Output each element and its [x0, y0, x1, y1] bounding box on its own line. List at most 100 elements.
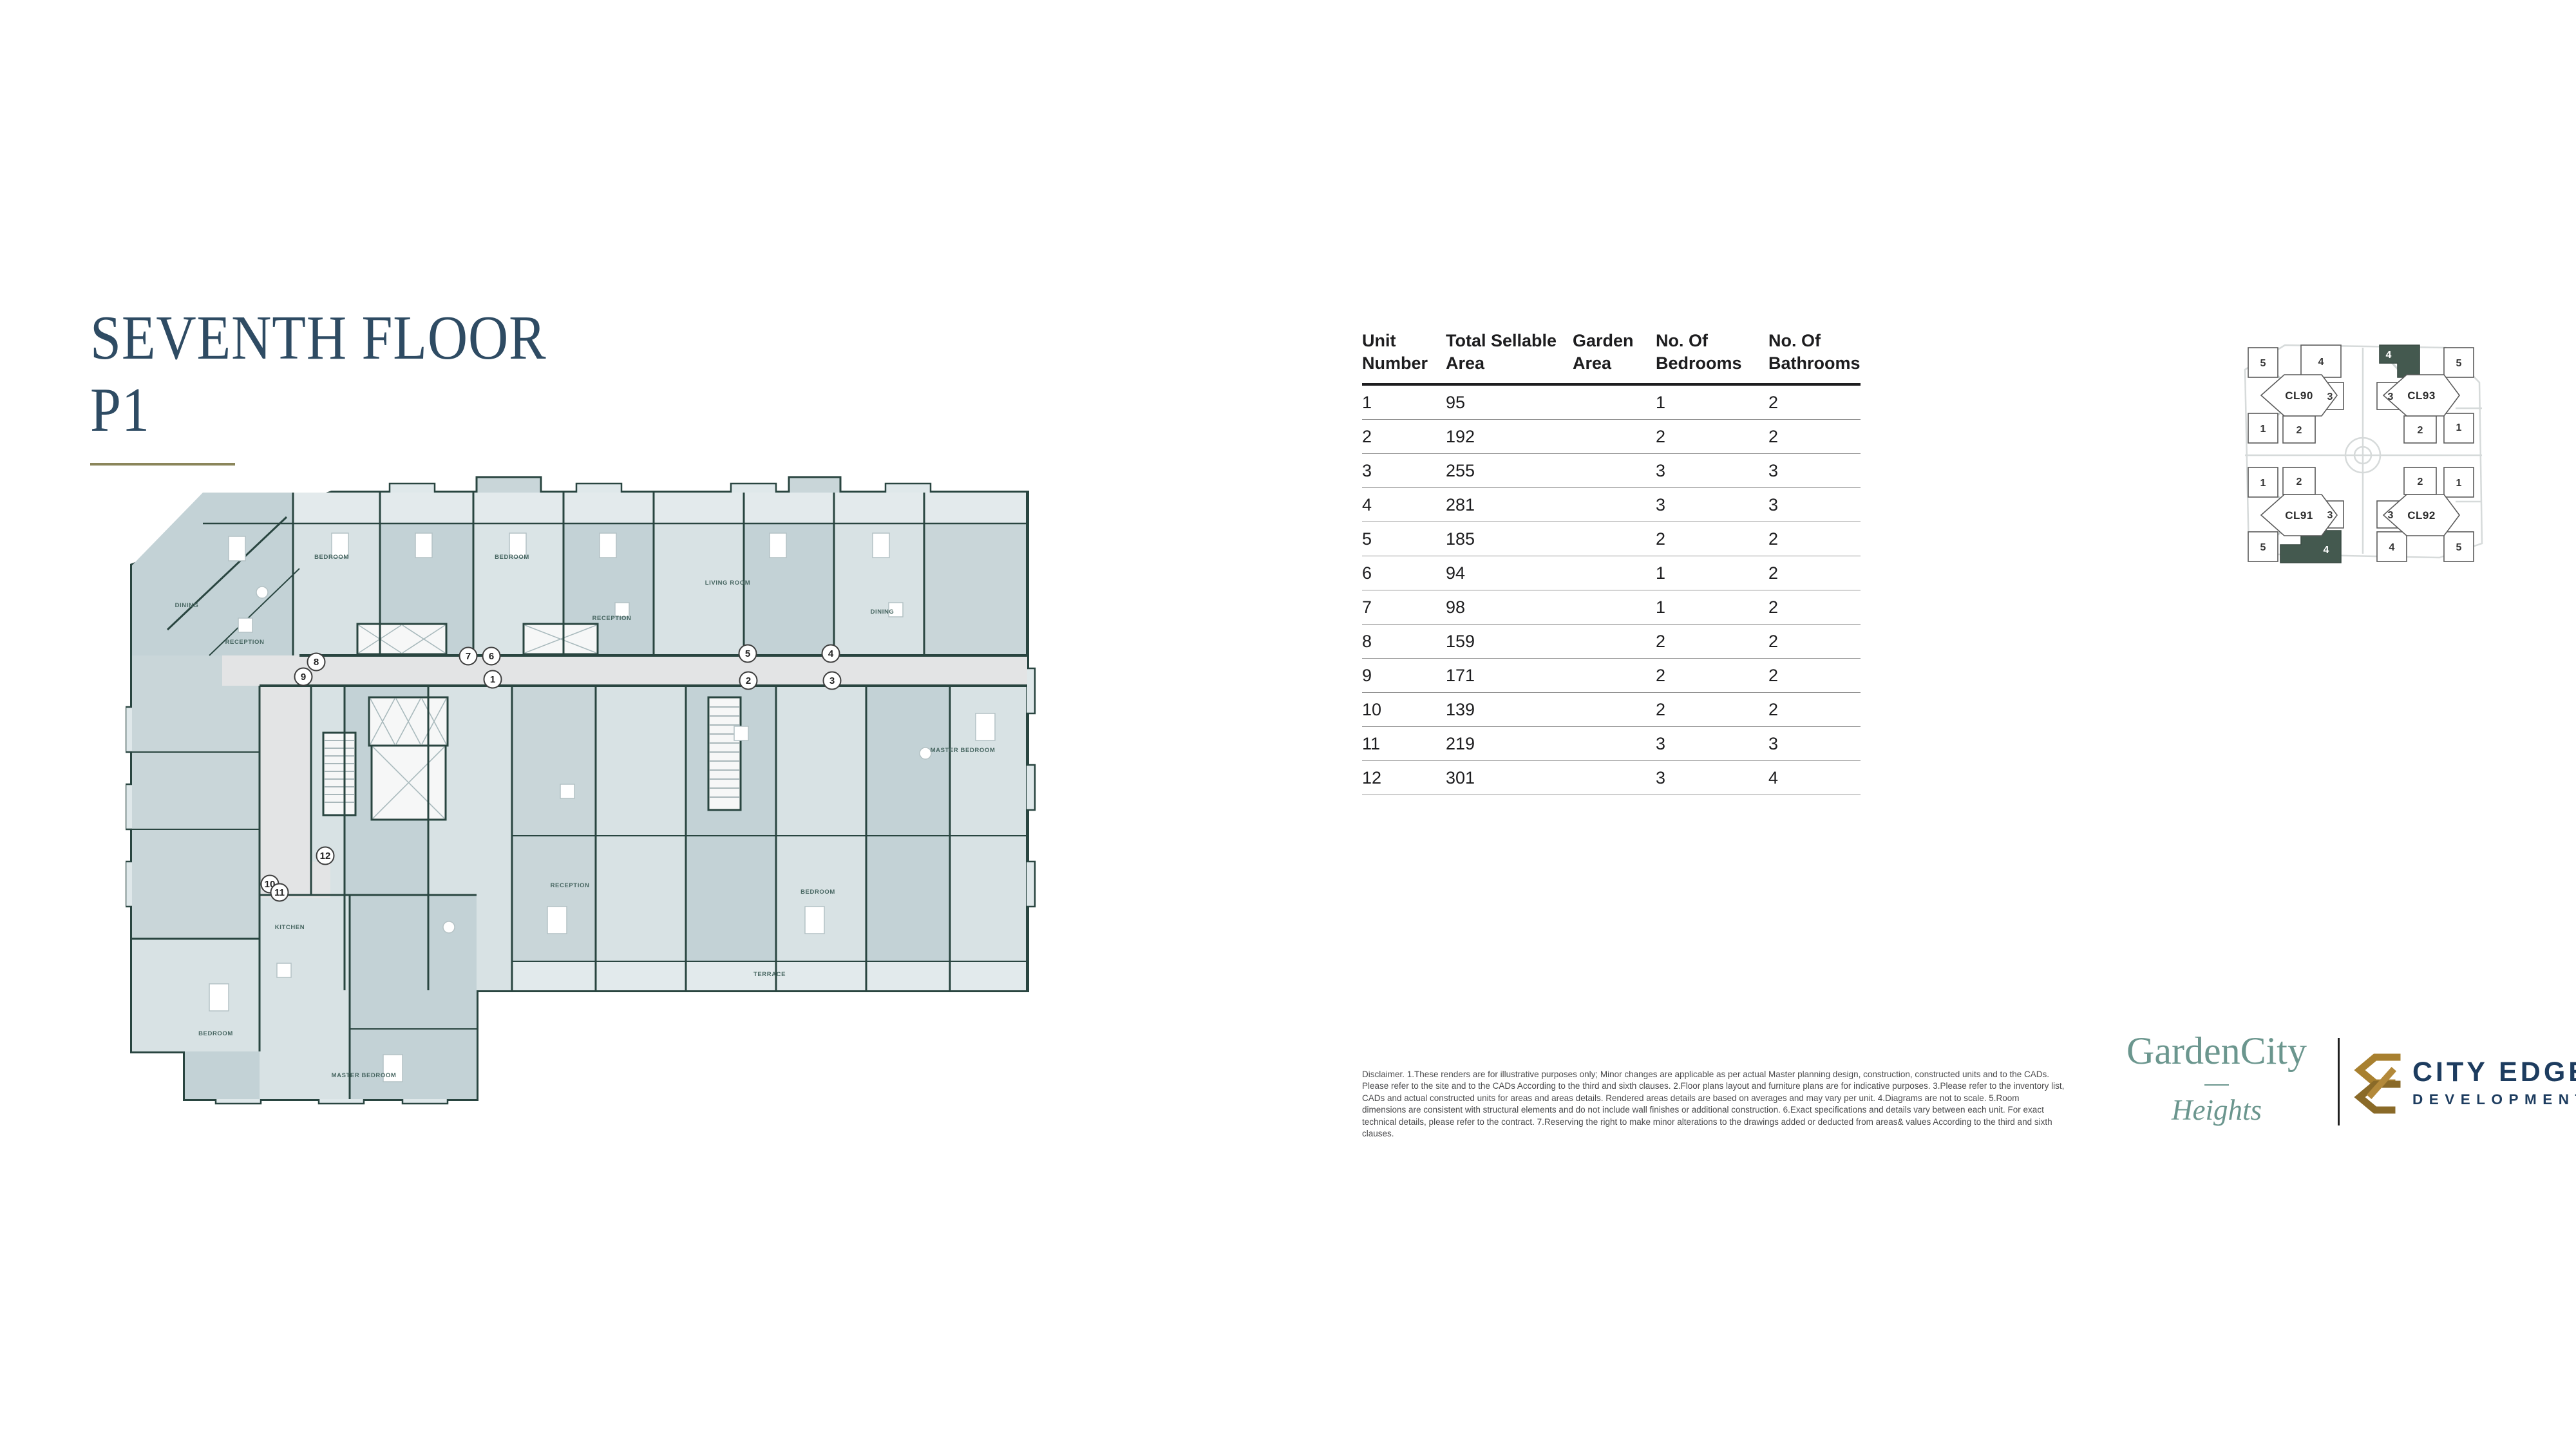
table-cell-unit: 4 [1362, 494, 1372, 514]
table-cell-unit: 2 [1362, 426, 1372, 446]
building-number: 4 [2389, 542, 2395, 553]
col-header-garden-area: Garden Area [1573, 331, 1634, 373]
room-label: TERRACE [753, 971, 786, 978]
room-label: RECEPTION [225, 639, 265, 646]
table-cell-bedrooms: 3 [1656, 767, 1666, 787]
col-header-unit-number: Unit Number [1362, 331, 1428, 373]
table-cell-sellable: 139 [1446, 699, 1475, 719]
table-cell-sellable: 219 [1446, 733, 1475, 753]
table-cell-unit: 9 [1362, 665, 1372, 685]
disclaimer-text: Disclaimer. 1.These renders are for illu… [1362, 1069, 2065, 1139]
table-cell-bathrooms: 2 [1768, 392, 1779, 412]
table-cell-unit: 12 [1362, 767, 1382, 787]
elevator-x-lines [358, 625, 597, 819]
unit-marker: 6 [482, 646, 501, 666]
building-number: 5 [2456, 358, 2462, 369]
room-label: MASTER BEDROOM [931, 747, 996, 754]
room-label: DINING [175, 602, 199, 609]
col-header-total-sellable-area: Total Sellable Area [1446, 331, 1557, 373]
title-underline [90, 463, 235, 466]
cluster-cl92: CL92 2 1 3 4 5 [2376, 467, 2474, 562]
unit-marker: 1 [483, 670, 502, 689]
table-cell-sellable: 98 [1446, 597, 1466, 617]
table-cell-unit: 10 [1362, 699, 1382, 719]
table-cell-sellable: 301 [1446, 767, 1475, 787]
col-header-bathrooms: No. Of Bathrooms [1768, 331, 1861, 373]
building-number-highlighted: 4 [2324, 545, 2329, 556]
building-number: 1 [2260, 478, 2266, 489]
highlighted-building-cl93-4 [2379, 344, 2420, 378]
table-cell-unit: 6 [1362, 563, 1372, 583]
room-label: RECEPTION [551, 882, 590, 889]
room-label: KITCHEN [275, 924, 305, 931]
table-cell-bathrooms: 2 [1768, 631, 1779, 651]
building-number: 2 [2418, 476, 2423, 487]
cluster-label: CL91 [2285, 509, 2313, 522]
unit-marker: 7 [459, 646, 478, 666]
cluster-label: CL92 [2407, 509, 2436, 522]
room-label: RECEPTION [592, 615, 632, 622]
svg-text:8: 8 [314, 657, 319, 668]
table-cell-sellable: 281 [1446, 494, 1475, 514]
cluster-label: CL90 [2285, 390, 2313, 402]
building-number: 2 [2418, 425, 2423, 436]
cluster-cl91: CL91 1 2 3 5 4 [2248, 467, 2344, 563]
svg-text:9: 9 [301, 672, 306, 683]
table-cell-bedrooms: 3 [1656, 494, 1666, 514]
room-label: BEDROOM [495, 554, 529, 561]
table-cell-bedrooms: 2 [1656, 529, 1666, 549]
stairs [322, 696, 742, 816]
room-label: MASTER BEDROOM [332, 1072, 397, 1079]
table-cell-bedrooms: 2 [1656, 426, 1666, 446]
interior-walls [132, 493, 1027, 1099]
corridor [222, 655, 1027, 898]
svg-text:2: 2 [746, 675, 751, 686]
unit-marker: 5 [738, 644, 757, 663]
furniture [209, 532, 996, 1082]
room-label: BEDROOM [800, 889, 835, 896]
col-header-bedrooms: No. Of Bedrooms [1656, 331, 1742, 373]
building-number: 3 [2388, 510, 2394, 521]
unit-marker: 12 [316, 846, 335, 865]
building-number: 4 [2318, 357, 2324, 368]
table-cell-bedrooms: 2 [1656, 699, 1666, 719]
table-cell-sellable: 171 [1446, 665, 1475, 685]
svg-text:7: 7 [466, 651, 471, 662]
building-number: 3 [2327, 510, 2333, 521]
page-title: SEVENTH FLOOR P1 [90, 303, 547, 445]
building-number: 1 [2260, 424, 2266, 435]
table-cell-bedrooms: 2 [1656, 631, 1666, 651]
room-label: BEDROOM [314, 554, 349, 561]
table-cell-sellable: 185 [1446, 529, 1475, 549]
cluster-label: CL93 [2407, 390, 2436, 402]
building-number: 1 [2456, 422, 2462, 433]
table-cell-sellable: 95 [1446, 392, 1466, 412]
table-cell-bedrooms: 1 [1656, 563, 1666, 583]
table-cell-bathrooms: 2 [1768, 597, 1779, 617]
floor-plan-svg: DININGRECEPTIONBEDROOMBEDROOMRECEPTIONLI… [124, 476, 1036, 1105]
building-number: 2 [2297, 476, 2302, 487]
unit-marker: 4 [821, 644, 840, 663]
unit-marker: 11 [270, 883, 289, 902]
building-number: 5 [2260, 358, 2266, 369]
building-number: 1 [2456, 478, 2462, 489]
svg-text:5: 5 [745, 648, 750, 659]
table-cell-unit: 11 [1362, 733, 1381, 753]
table-cell-unit: 3 [1362, 460, 1372, 480]
table-cell-bathrooms: 3 [1768, 494, 1779, 514]
cityedge-logo-text: CITY EDGE DEVELOPMENTS [2412, 1059, 2576, 1107]
svg-text:4: 4 [828, 648, 834, 659]
table-cell-bedrooms: 3 [1656, 460, 1666, 480]
gardencity-logo-sub: Heights [2172, 1094, 2262, 1126]
gardencity-logo-dash [2204, 1084, 2229, 1086]
